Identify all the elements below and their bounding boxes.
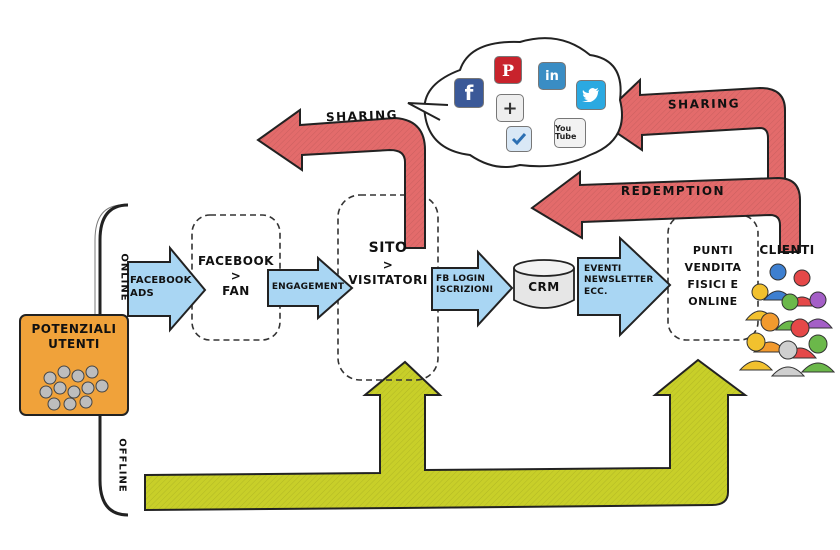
sharing-right-label: SHARING — [667, 96, 741, 112]
facebook-fan-line1: FACEBOOK — [198, 254, 274, 268]
blue-arrow-facebook-ads — [127, 245, 207, 333]
crm-cylinder — [513, 259, 575, 309]
facebook-fan-line3: FAN — [222, 284, 250, 298]
blue-arrow-eventi — [577, 235, 672, 338]
sharing-arrow-right — [596, 77, 786, 201]
facebook-icon: f — [454, 78, 484, 108]
redemption-label: REDEMPTION — [620, 184, 726, 198]
sharing-arrow-left — [256, 108, 426, 249]
blue-arrow-fb-login — [431, 249, 514, 328]
twitter-icon — [576, 80, 606, 110]
sito-label: SITO > VISITATORI — [340, 240, 436, 288]
redemption-arrow — [530, 170, 801, 253]
blue-arrow-engagement — [267, 255, 354, 321]
people-crowd-icon — [39, 365, 109, 411]
youtube-icon: You Tube — [554, 118, 586, 148]
sito-line3: VISITATORI — [348, 272, 428, 287]
facebook-fan-label: FACEBOOK > FAN — [196, 254, 276, 299]
facebook-ads-label: FACEBOOK ADS — [130, 275, 192, 299]
clienti-label: CLIENTI — [759, 243, 815, 257]
punti-vendita-label: PUNTI VENDITA FISICI E ONLINE — [684, 244, 742, 309]
sito-line2: > — [382, 257, 394, 272]
offline-yellow-arrow — [144, 358, 749, 512]
linkedin-icon: in — [538, 62, 566, 90]
online-label: ONLINE — [118, 253, 130, 302]
google-plus-icon: + — [496, 94, 524, 122]
sharing-left-label: SHARING — [325, 107, 399, 125]
clienti-people-icon — [738, 263, 836, 377]
sito-line1: SITO — [368, 240, 408, 256]
facebook-fan-line2: > — [230, 269, 242, 283]
pinterest-icon: P — [494, 56, 522, 84]
eventi-label: EVENTI NEWSLETTER ECC. — [584, 264, 654, 297]
foursquare-icon — [506, 126, 532, 152]
bird-icon — [582, 88, 599, 102]
potenziali-utenti-box — [19, 314, 129, 416]
potenziali-utenti-label: POTENZIALI UTENTI — [31, 322, 117, 351]
fb-login-label: FB LOGIN ISCRIZIONI — [436, 274, 494, 296]
offline-label: OFFLINE — [116, 438, 128, 493]
crm-label: CRM — [528, 280, 560, 294]
engagement-label: ENGAGEMENT — [271, 282, 345, 292]
checkmark-icon — [511, 133, 527, 146]
punti-vendita-box — [667, 214, 759, 341]
